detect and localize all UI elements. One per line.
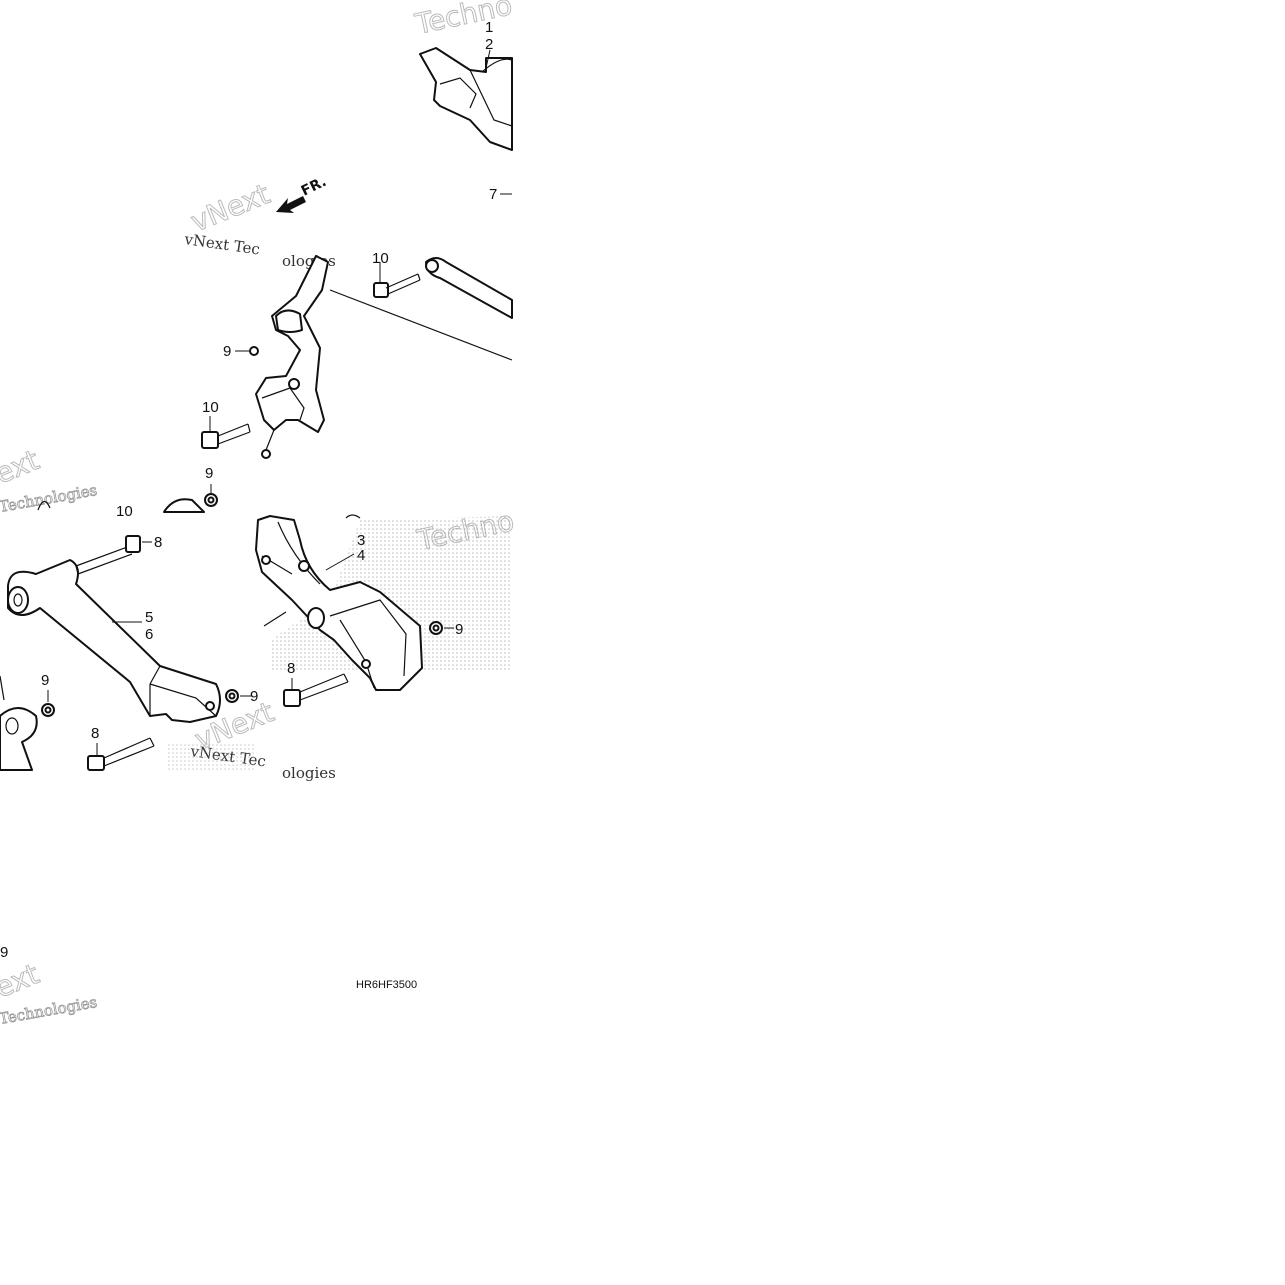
bolt-8-bracket — [283, 673, 349, 707]
callout-9-edge: 9 — [0, 944, 8, 961]
watermark-vnext-left: vNext — [186, 177, 274, 238]
mount-bracket — [255, 255, 329, 433]
callout-9-lower-mid: 9 — [205, 465, 213, 482]
drawing-code: HR6HF3500 — [356, 979, 417, 991]
tile-middle: 10 9 10 9 10 — [37, 250, 513, 520]
callout-7: 7 — [489, 186, 497, 203]
front-direction-label: FR. — [299, 174, 329, 200]
lower-arm-bushing — [7, 586, 29, 614]
lower-arm — [7, 559, 221, 723]
watermark-technologies-1: Technologies — [0, 481, 98, 516]
bolt-8-lower — [87, 737, 155, 771]
callout-10-top: 10 — [372, 250, 389, 267]
upper-bracket — [255, 515, 423, 691]
callout-8-bracket: 8 — [287, 660, 295, 677]
bolt-10-top — [373, 273, 421, 298]
watermark-ext-2: ext — [0, 957, 44, 1004]
callout-9-lower-left: 9 — [41, 672, 49, 689]
watermark-ext-1: ext — [0, 443, 44, 490]
callout-8-lower: 8 — [91, 725, 99, 742]
callout-9-mid: 9 — [223, 343, 231, 360]
callout-6: 6 — [145, 626, 153, 643]
tile-top-right: 1 2 7 FR. — [276, 19, 513, 213]
mount-bushing — [275, 309, 303, 333]
callout-5: 5 — [145, 609, 153, 626]
callout-8-upper: 8 — [154, 534, 162, 551]
callout-2: 2 — [485, 36, 493, 53]
callout-3: 3 — [357, 532, 365, 549]
callout-4: 4 — [357, 547, 365, 564]
bolt-10-mid — [201, 423, 251, 449]
tile-lower-left: 5 6 8 9 9 8 — [0, 534, 258, 771]
watermark-ologies-2: ologies — [282, 764, 336, 782]
watermark-layer: Techno vNext vNext Tec ologies ext Techn… — [0, 0, 517, 1028]
bolt-8-upper — [75, 535, 141, 575]
callout-1: 1 — [485, 19, 493, 36]
callout-10-bottom: 10 — [116, 503, 133, 520]
watermark-dot-patch — [168, 744, 254, 770]
upper-bracket-bushing — [307, 607, 325, 629]
front-direction-arrow-icon: FR. — [276, 174, 329, 213]
callout-9-bracket: 9 — [455, 621, 463, 638]
tile-lower-right: 3 4 9 8 — [255, 514, 463, 707]
callout-9-lower-right: 9 — [250, 688, 258, 705]
watermark-vnext-tec-1: vNext Tec — [182, 230, 261, 259]
guard-plate — [419, 47, 513, 151]
callout-10-mid: 10 — [202, 399, 219, 416]
lower-arm-rear — [0, 707, 38, 771]
watermark-techno-top: Techno — [412, 0, 515, 41]
